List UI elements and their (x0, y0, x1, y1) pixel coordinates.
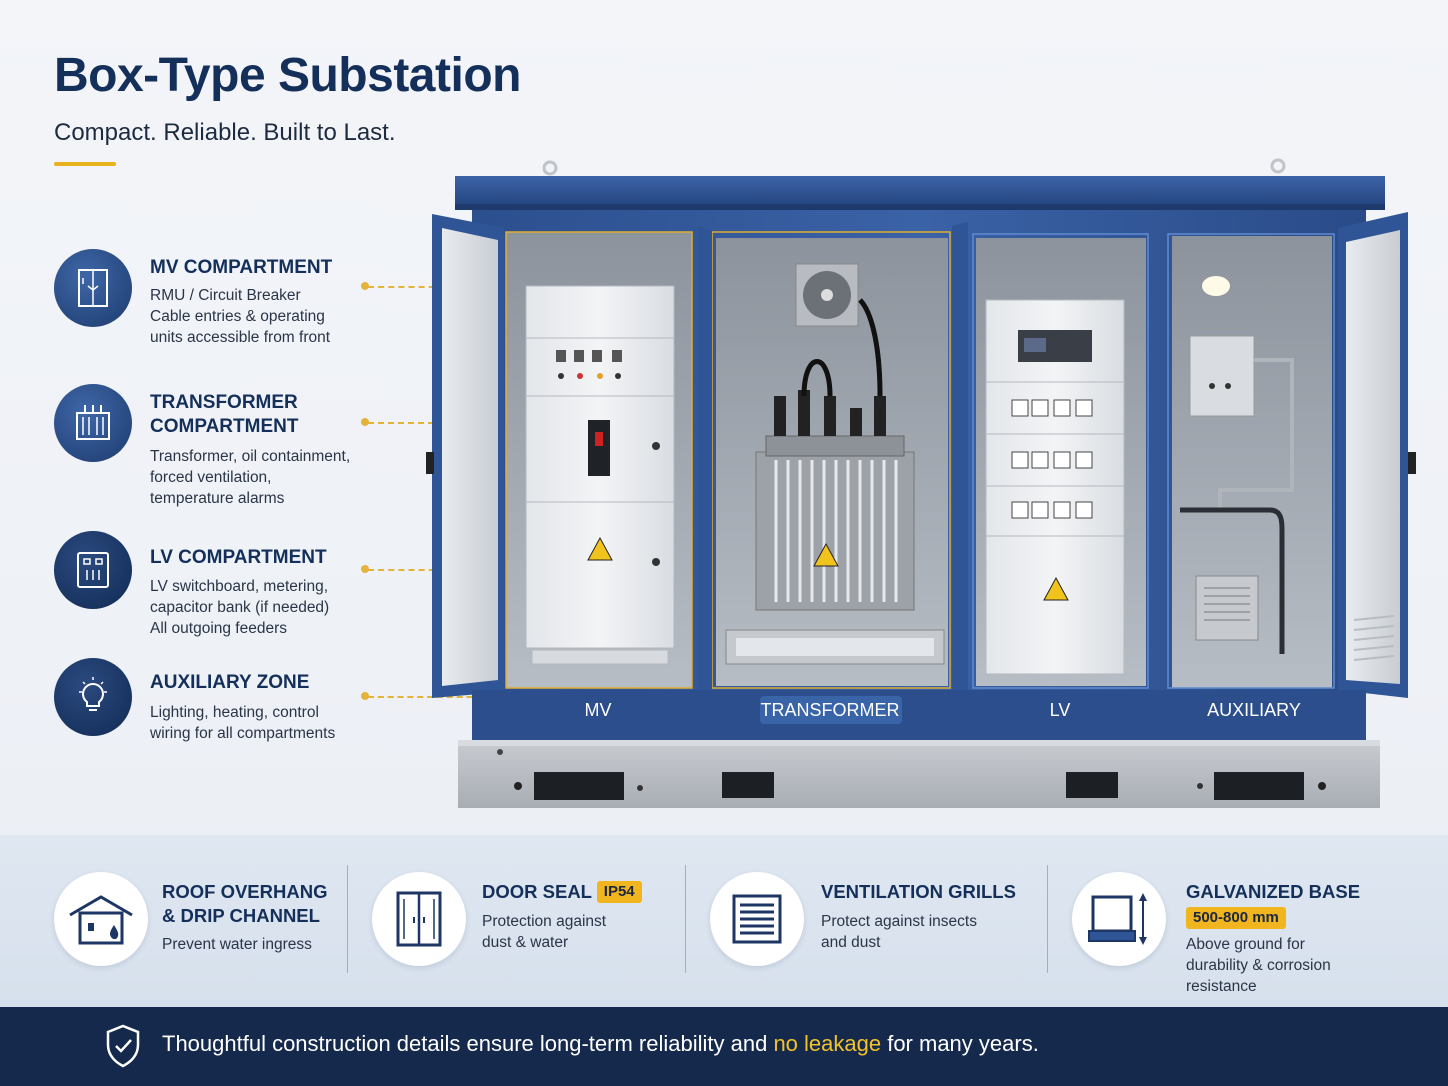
accent-line (54, 162, 116, 166)
footer-highlight: no leakage (773, 1031, 882, 1056)
detail-title: VENTILATION GRILLS (821, 881, 1016, 902)
page-title: Box-Type Substation (54, 49, 521, 102)
detail-ventilation-grills: VENTILATION GRILLS Protect against insec… (710, 835, 1030, 1007)
height-badge: 500-800 mm (1186, 907, 1286, 929)
lv-switchboard-icon (54, 531, 132, 609)
divider (347, 865, 348, 973)
feature-auxiliary-zone: AUXILIARY ZONE Lighting, heating, contro… (54, 658, 394, 748)
footer-text: Thoughtful construction details ensure l… (162, 1031, 1039, 1056)
leader-dot (361, 418, 369, 426)
feature-title: MV COMPARTMENT (150, 257, 333, 278)
construction-details-band: ROOF OVERHANG& DRIP CHANNEL Prevent wate… (0, 835, 1448, 1007)
divider (1047, 865, 1048, 973)
compartment-label-transformer: TRANSFORMER (761, 700, 900, 720)
detail-title: DOOR SEAL IP54 (482, 880, 642, 904)
feature-description: Transformer, oil containment,forced vent… (150, 448, 351, 507)
compartment-label-auxiliary: AUXILIARY (1207, 700, 1301, 720)
feature-title: LV COMPARTMENT (150, 547, 327, 568)
footer-banner: Thoughtful construction details ensure l… (0, 1007, 1448, 1086)
mv-panel-icon (54, 249, 132, 327)
detail-roof-overhang: ROOF OVERHANG& DRIP CHANNEL Prevent wate… (54, 835, 344, 1007)
compartment-label-mv: MV (585, 700, 612, 720)
leader-dot (361, 565, 369, 573)
ip54-badge: IP54 (596, 881, 642, 903)
detail-description: Prevent water ingress (162, 936, 312, 953)
feature-description: LV switchboard, metering,capacitor bank … (150, 578, 330, 637)
lightbulb-icon (54, 658, 132, 736)
compartment-label-lv: LV (1050, 700, 1071, 720)
feature-lv-compartment: LV COMPARTMENT LV switchboard, metering,… (54, 531, 394, 641)
substation-illustration: MV TRANSFORMER LV AUXILIARY (426, 158, 1416, 808)
detail-title: ROOF OVERHANG& DRIP CHANNEL (162, 881, 328, 926)
leader-dot (361, 692, 369, 700)
feature-title: AUXILIARY ZONE (150, 672, 310, 693)
galvanized-base-icon (1072, 872, 1166, 966)
ventilation-grill-icon (710, 872, 804, 966)
roof-drip-icon (54, 872, 148, 966)
shield-check-icon (106, 1024, 140, 1068)
leader-dot (361, 282, 369, 290)
door-seal-icon (372, 872, 466, 966)
divider (685, 865, 686, 973)
page-subtitle: Compact. Reliable. Built to Last. (54, 119, 396, 146)
transformer-icon (54, 384, 132, 462)
